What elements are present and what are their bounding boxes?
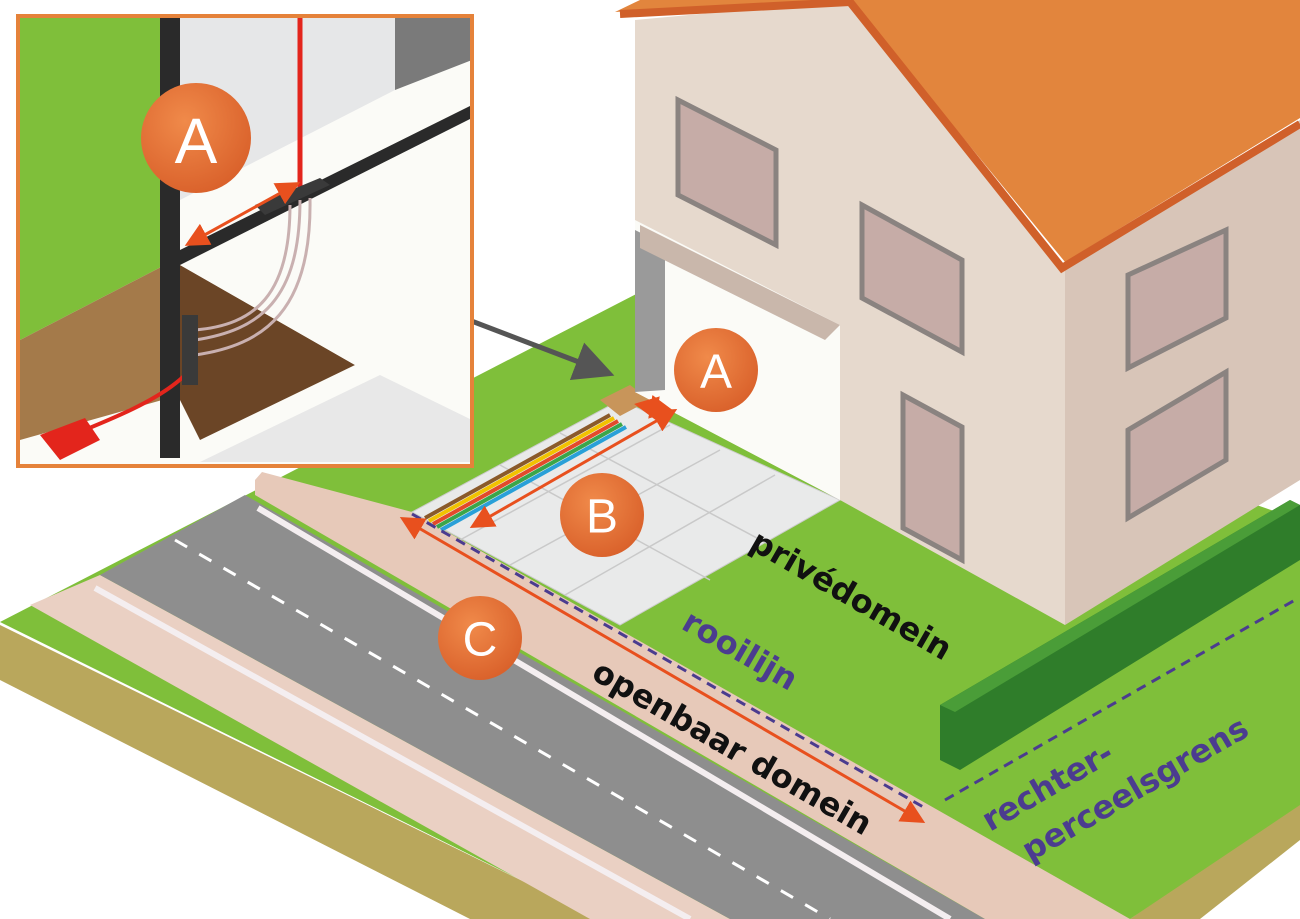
roof-edge [619,0,1300,274]
inset-wall-duct [182,315,198,385]
detail-inset: A [16,14,474,468]
inset-arrow [184,182,301,246]
badge-inset-a-letter: A [175,105,218,177]
badge-a[interactable]: A [674,328,758,412]
windows [675,95,1229,565]
badge-b[interactable]: B [560,473,644,557]
inset-floor [180,120,472,375]
badge-c-letter: C [463,614,498,667]
badge-b-letter: B [586,491,618,544]
inset-pavement [200,375,472,462]
badge-inset-a[interactable]: A [141,83,251,193]
house-side-wall [1065,120,1300,625]
garage-lintel [640,225,840,340]
hedge-top [940,500,1300,712]
badge-c[interactable]: C [438,596,522,680]
garage-wall [635,230,665,392]
inset-grass [20,18,165,340]
badge-a-letter: A [700,346,732,399]
arrow-b[interactable] [469,409,678,528]
inset-frame [16,14,474,468]
inset-wall-top [395,18,472,90]
road-edge-line [93,585,692,919]
hedge [940,500,1300,770]
inset-basement [180,265,355,440]
inset-soil [20,265,180,440]
arrow-c[interactable] [399,516,926,824]
inset-red-duct [40,418,100,460]
soil-front-edge [0,625,600,919]
